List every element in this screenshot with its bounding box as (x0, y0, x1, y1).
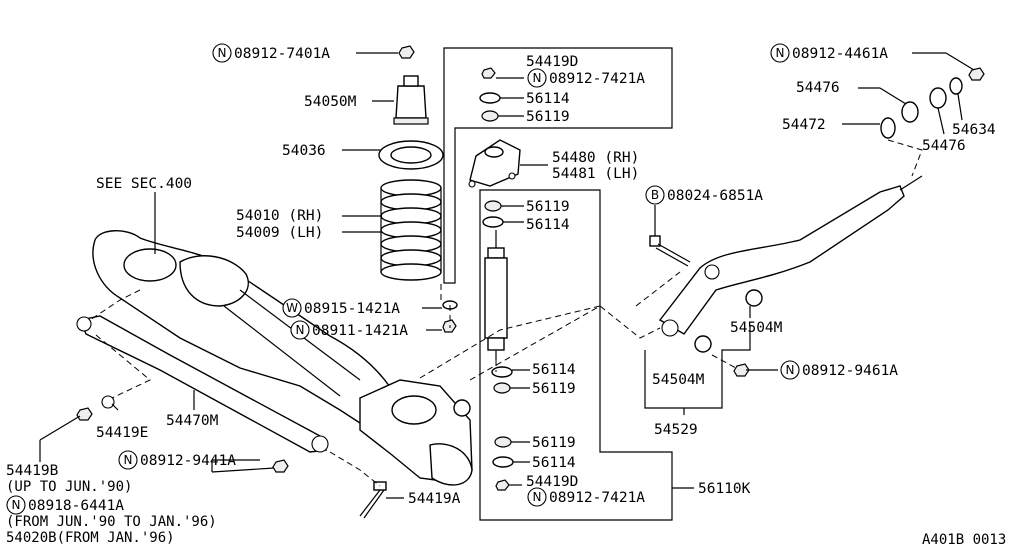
part-label-54481: 54481 (LH) (552, 166, 639, 182)
bushing-icon (492, 456, 514, 468)
part-label-54472: 54472 (782, 117, 826, 133)
prefix-n: N (296, 323, 305, 337)
see-sec-400: SEE SEC.400 (96, 176, 192, 192)
part-label-08912-9441a: 08912-9441A (140, 453, 236, 469)
part-label-54480: 54480 (RH) (552, 150, 639, 166)
bushing-icon (901, 101, 919, 123)
bushing-icon (494, 436, 512, 448)
part-label-08911-1421a: 08911-1421A (312, 323, 408, 339)
prefix-n: N (533, 71, 542, 85)
bolt-icon (359, 481, 387, 519)
part-label-54634: 54634 (952, 122, 996, 138)
nut-icon (733, 363, 750, 377)
part-label-54419d-bottom: 54419D (526, 474, 578, 490)
prefix-n: N (786, 363, 795, 377)
part-label-56114-b: 56114 (526, 217, 570, 233)
part-label-54419d-top: 54419D (526, 54, 578, 70)
shock-parts-bracket-bottom (479, 189, 673, 521)
diagram-code: A401B 0013 (922, 532, 1006, 548)
bushing-icon (482, 216, 504, 228)
part-label-54529: 54529 (654, 422, 698, 438)
shock-mount-bracket (468, 139, 521, 188)
prefix-n: N (124, 453, 133, 467)
prefix-n: N (12, 498, 21, 512)
washer-icon (101, 395, 115, 409)
nut-icon (481, 67, 496, 79)
nut-icon (272, 459, 289, 473)
part-label-54419a: 54419A (408, 491, 461, 507)
part-label-56110k: 56110K (698, 481, 751, 497)
part-label-56119-d: 56119 (532, 435, 576, 451)
note-from-jun-90-to-jan-96: (FROM JUN.'90 TO JAN.'96) (6, 514, 217, 530)
part-label-56119-a: 56119 (526, 109, 570, 125)
nut-icon (76, 407, 93, 421)
prefix-b: B (651, 188, 659, 202)
bushing-icon (880, 117, 896, 139)
part-label-54419b: 54419B (6, 463, 59, 479)
lateral-rod (76, 315, 329, 453)
nut-icon (398, 45, 415, 59)
nut-icon (495, 479, 510, 491)
bushing-icon (745, 289, 763, 307)
coil-spring (380, 179, 442, 281)
rear-axle-housing (92, 230, 432, 453)
part-label-08912-4461a: 08912-4461A (792, 46, 888, 62)
part-label-56114-c: 56114 (532, 362, 576, 378)
part-label-08915-1421a: 08915-1421A (304, 301, 400, 317)
part-label-56119-b: 56119 (526, 199, 570, 215)
spring-seat (378, 140, 444, 170)
upper-link-arm (658, 175, 923, 337)
part-label-54050m: 54050M (304, 94, 357, 110)
washer-icon (949, 77, 963, 95)
part-label-08918-6441a: 08918-6441A (28, 498, 124, 514)
prefix-n: N (776, 46, 785, 60)
part-label-54476-a: 54476 (796, 80, 840, 96)
part-label-08912-7421a-bottom: 08912-7421A (549, 490, 645, 506)
part-label-54036: 54036 (282, 143, 326, 159)
part-label-54020b: 54020B(FROM JAN.'96) (6, 530, 175, 546)
shock-absorber (484, 230, 508, 360)
hub-knuckle (359, 379, 473, 486)
bushing-icon (694, 335, 712, 353)
part-label-54476-b: 54476 (922, 138, 966, 154)
prefix-n: N (533, 490, 542, 504)
nut-icon (968, 67, 985, 81)
part-label-56114-a: 56114 (526, 91, 570, 107)
part-label-56114-d: 56114 (532, 455, 576, 471)
bump-stop (393, 75, 429, 125)
bushing-icon (493, 382, 511, 394)
part-label-08912-7401a: 08912-7401A (234, 46, 330, 62)
bushing-icon (484, 200, 502, 212)
part-label-54010: 54010 (RH) (236, 208, 323, 224)
bushing-icon (481, 110, 499, 122)
bushing-icon (491, 366, 513, 378)
shock-parts-bracket-top (443, 47, 673, 284)
bushing-icon (479, 92, 501, 104)
part-label-54504m-a: 54504M (730, 320, 783, 336)
part-label-08024-6851a: 08024-6851A (667, 188, 763, 204)
note-up-to-jun-90: (UP TO JUN.'90) (6, 479, 132, 495)
part-label-54470m: 54470M (166, 413, 219, 429)
part-label-56119-c: 56119 (532, 381, 576, 397)
link-bracket (644, 325, 751, 415)
part-label-08912-9461a: 08912-9461A (802, 363, 898, 379)
prefix-w: W (286, 301, 298, 315)
bushing-icon (929, 87, 947, 109)
prefix-n: N (218, 46, 227, 60)
bolt-icon (649, 235, 691, 267)
part-label-54009: 54009 (LH) (236, 225, 323, 241)
part-label-54504m-b: 54504M (652, 372, 705, 388)
part-label-54419e: 54419E (96, 425, 148, 441)
part-label-08912-7421a-top: 08912-7421A (549, 71, 645, 87)
